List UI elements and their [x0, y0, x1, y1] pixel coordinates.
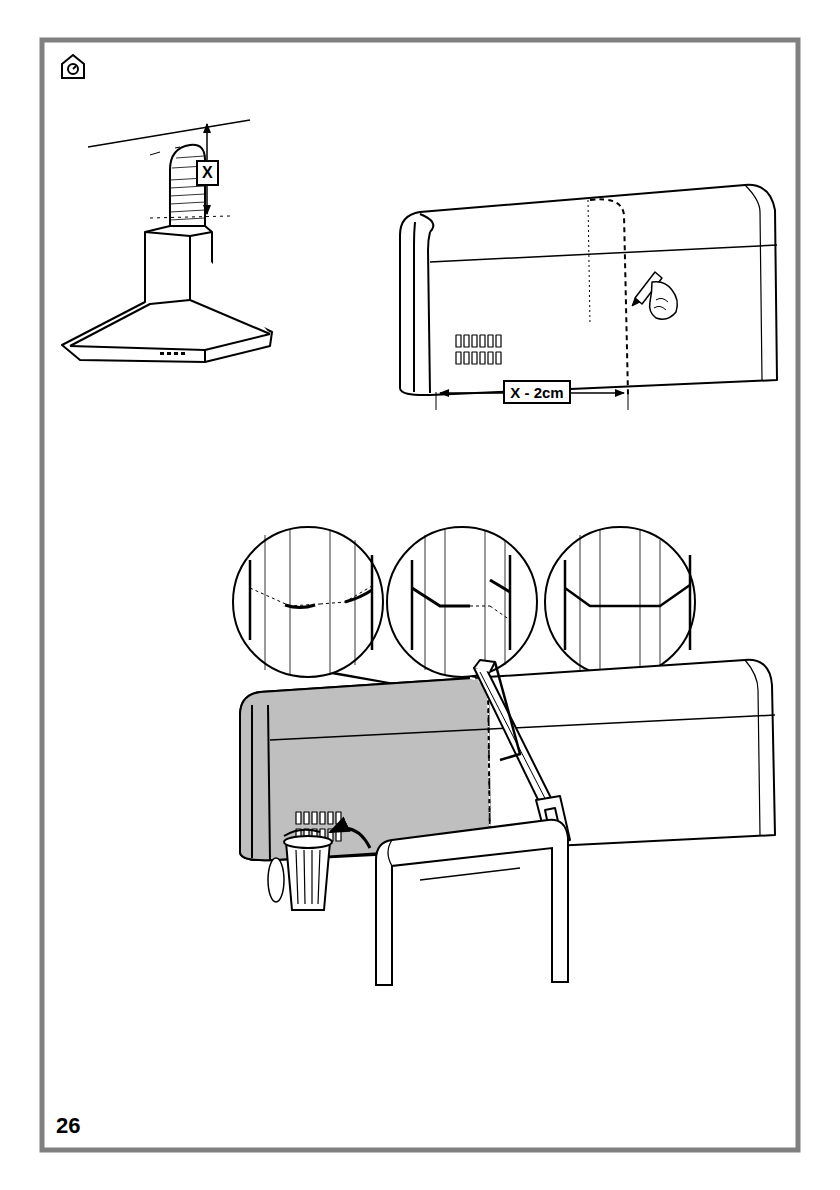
page-number: 26	[56, 1114, 80, 1138]
ducted-icon	[62, 55, 84, 78]
dimension-label: X - 2cm	[503, 380, 571, 404]
duct-cover	[400, 185, 777, 410]
dimension-label: X	[196, 160, 219, 186]
chimney-hood	[62, 120, 272, 362]
discard-offcut	[268, 820, 568, 985]
page-frame	[42, 40, 798, 1150]
